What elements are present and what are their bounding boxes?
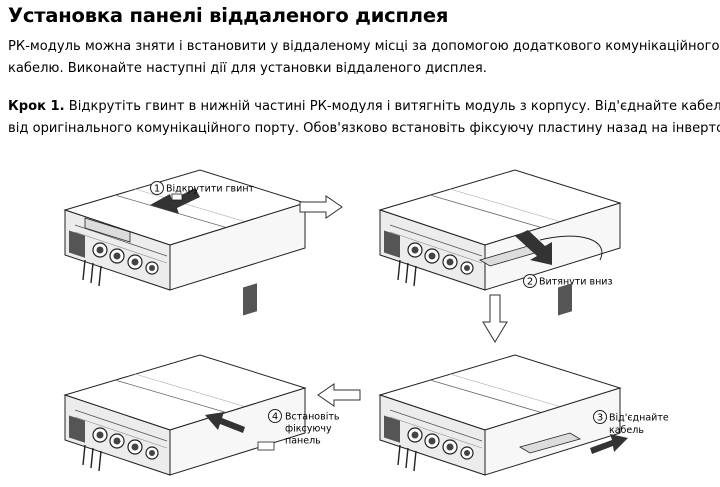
intro-paragraph: РК-модуль можна зняти і встановити у від… — [8, 36, 719, 80]
page-title: Установка панелі віддаленого дисплея — [8, 4, 449, 27]
svg-text:Відкрутити гвинт: Відкрутити гвинт — [166, 184, 255, 195]
screw-icon — [171, 193, 183, 201]
svg-text:Від'єднайте: Від'єднайте — [609, 413, 669, 424]
svg-text:фіксуючу: фіксуючу — [285, 424, 332, 435]
svg-text:2: 2 — [527, 277, 533, 288]
callout-3: 3 Від'єднайте кабель — [593, 410, 669, 436]
pull-down-arrow — [515, 230, 552, 265]
svg-text:3: 3 — [597, 413, 603, 424]
svg-text:Витянути вниз: Витянути вниз — [539, 277, 613, 288]
step1-paragraph: Крок 1. Відкрутіть гвинт в нижній частин… — [8, 96, 720, 140]
arrow-right — [299, 195, 343, 219]
step1-line-2: від оригінального комунікаційного порту.… — [8, 121, 720, 136]
svg-text:кабель: кабель — [609, 425, 644, 436]
callout-1: 1 Відкрутити гвинт — [150, 181, 255, 195]
installation-diagram: 1 Відкрутити гвинт 2 Витянути вниз 3 Від… — [64, 150, 669, 476]
unit-step3 — [379, 282, 621, 476]
step1-line-1: Відкрутіть гвинт в нижній частині РК-мод… — [64, 99, 720, 114]
disconnect-arrow — [590, 434, 628, 454]
unit-step1 — [64, 150, 306, 291]
unit-step2 — [379, 150, 621, 291]
arrow-down — [482, 294, 508, 343]
callout-2: 2 Витянути вниз — [523, 274, 613, 288]
intro-line-2: кабелю. Виконайте наступні дії для устан… — [8, 61, 487, 76]
step1-label: Крок 1. — [8, 99, 65, 114]
unscrew-arrow — [150, 188, 200, 214]
svg-text:4: 4 — [272, 412, 278, 423]
intro-line-1: РК-модуль можна зняти і встановити у від… — [8, 39, 720, 54]
arrow-left — [317, 383, 361, 407]
callout-4: 4 Встановіть фіксуючу панель — [268, 409, 340, 447]
fixing-plate-icon — [257, 441, 275, 451]
svg-text:1: 1 — [154, 184, 160, 195]
install-arrow — [205, 412, 245, 433]
svg-text:панель: панель — [285, 436, 321, 447]
svg-text:Встановіть: Встановіть — [285, 412, 340, 423]
